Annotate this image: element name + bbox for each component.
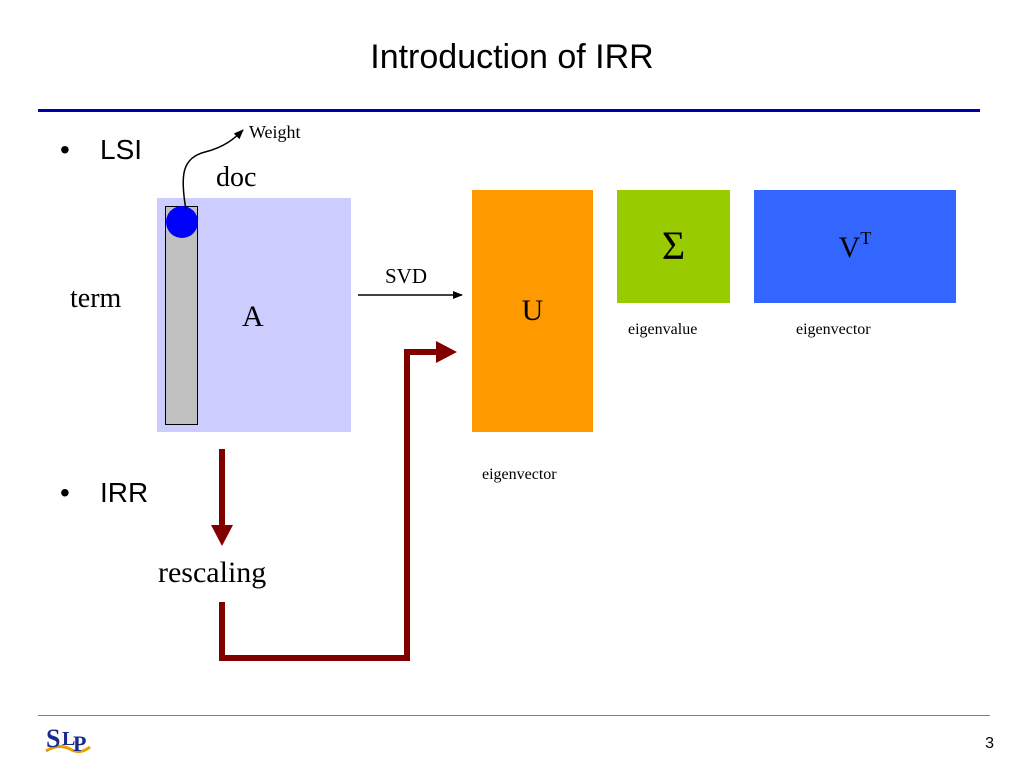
weight-label: Weight	[249, 122, 301, 142]
sigma-caption: eigenvalue	[628, 321, 698, 338]
matrix-sigma: Σ	[617, 190, 730, 303]
weight-pointer-arrow	[182, 129, 244, 211]
u-caption: eigenvector	[482, 466, 557, 483]
feedback-arrow-head	[436, 341, 457, 363]
vt-superscript: T	[860, 228, 872, 248]
title-divider	[38, 109, 980, 112]
svg-text:S: S	[46, 724, 60, 753]
matrix-u-label: U	[521, 294, 544, 327]
bullet-text: LSI	[100, 134, 143, 165]
term-label: term	[70, 283, 122, 314]
footer-divider	[38, 715, 990, 716]
bullet-irr: • IRR	[60, 477, 148, 509]
weight-dot	[166, 206, 198, 238]
svg-text:P: P	[73, 731, 86, 756]
bullet-marker: •	[60, 477, 70, 508]
vt-symbol: VT	[754, 228, 956, 265]
bullet-marker: •	[60, 134, 70, 165]
matrix-vt: VT	[754, 190, 956, 303]
vt-caption: eigenvector	[796, 321, 871, 338]
slide-title: Introduction of IRR	[370, 38, 654, 76]
slp-logo: S L P	[44, 721, 92, 761]
doc-label: doc	[216, 162, 257, 193]
vt-letter: V	[838, 231, 861, 264]
bullet-lsi: • LSI	[60, 134, 142, 166]
sigma-symbol: Σ	[661, 223, 686, 268]
doc-column	[165, 206, 198, 425]
down-arrow-head	[211, 525, 233, 546]
matrix-a-label: A	[242, 300, 264, 333]
slp-logo-graphic: S L P	[45, 724, 91, 756]
svg-text:L: L	[62, 728, 75, 750]
matrix-u: U	[472, 190, 593, 432]
page-number: 3	[985, 735, 994, 752]
rescaling-label: rescaling	[158, 556, 267, 589]
svd-label: SVD	[385, 264, 428, 288]
feedback-arrow-path	[219, 349, 438, 661]
bullet-text: IRR	[100, 477, 149, 508]
